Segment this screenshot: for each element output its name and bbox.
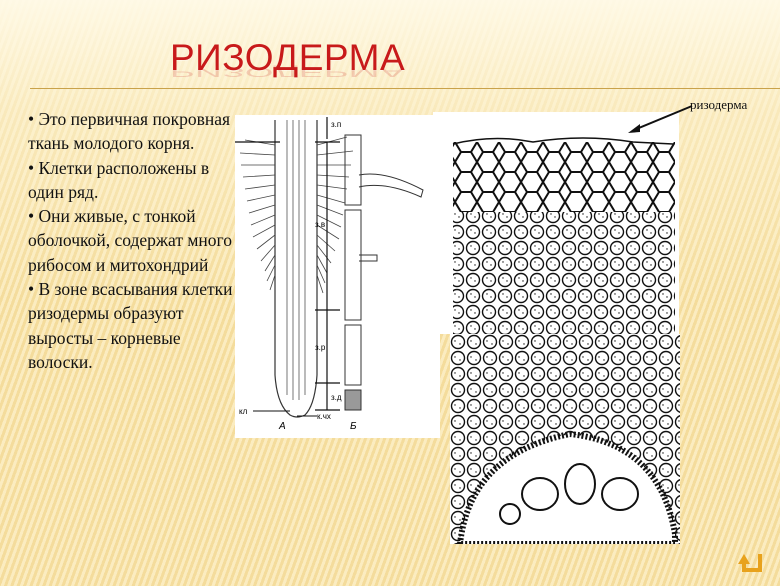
cross-section-lower xyxy=(450,334,680,544)
cross-section-upper xyxy=(433,112,679,334)
return-arrow-icon xyxy=(738,554,762,572)
svg-text:А: А xyxy=(278,421,286,432)
title-divider xyxy=(30,88,780,89)
return-button[interactable] xyxy=(736,552,764,574)
zone-label: з.в xyxy=(315,220,325,229)
zone-label: з.п xyxy=(331,120,341,129)
bullet-item: • Они живые, с тонкой оболочкой, содержа… xyxy=(28,206,233,275)
bullet-item: • В зоне всасывания клетки ризодермы обр… xyxy=(28,279,233,372)
bullet-list: • Это первичная покровная ткань молодого… xyxy=(28,107,238,374)
svg-text:Б: Б xyxy=(350,421,357,432)
bullet-item: • Клетки расположены в один ряд. xyxy=(28,157,210,202)
svg-text:кл: кл xyxy=(239,407,248,416)
zone-label: з.д xyxy=(331,393,342,402)
svg-text:к.чх: к.чх xyxy=(317,412,331,421)
zone-label: з.р xyxy=(315,343,326,352)
slide-title: РИЗОДЕРМА xyxy=(170,37,406,78)
callout-arrow xyxy=(628,105,693,133)
slide-title-reflection: РИЗОДЕРМА xyxy=(170,65,406,80)
root-zones-figure: з.п з.в з.р з.д кл к.чх А Б xyxy=(235,115,440,438)
rhizoderm-callout-label: ризодерма xyxy=(690,97,748,112)
bullet-item: • Это первичная покровная ткань молодого… xyxy=(28,109,231,154)
